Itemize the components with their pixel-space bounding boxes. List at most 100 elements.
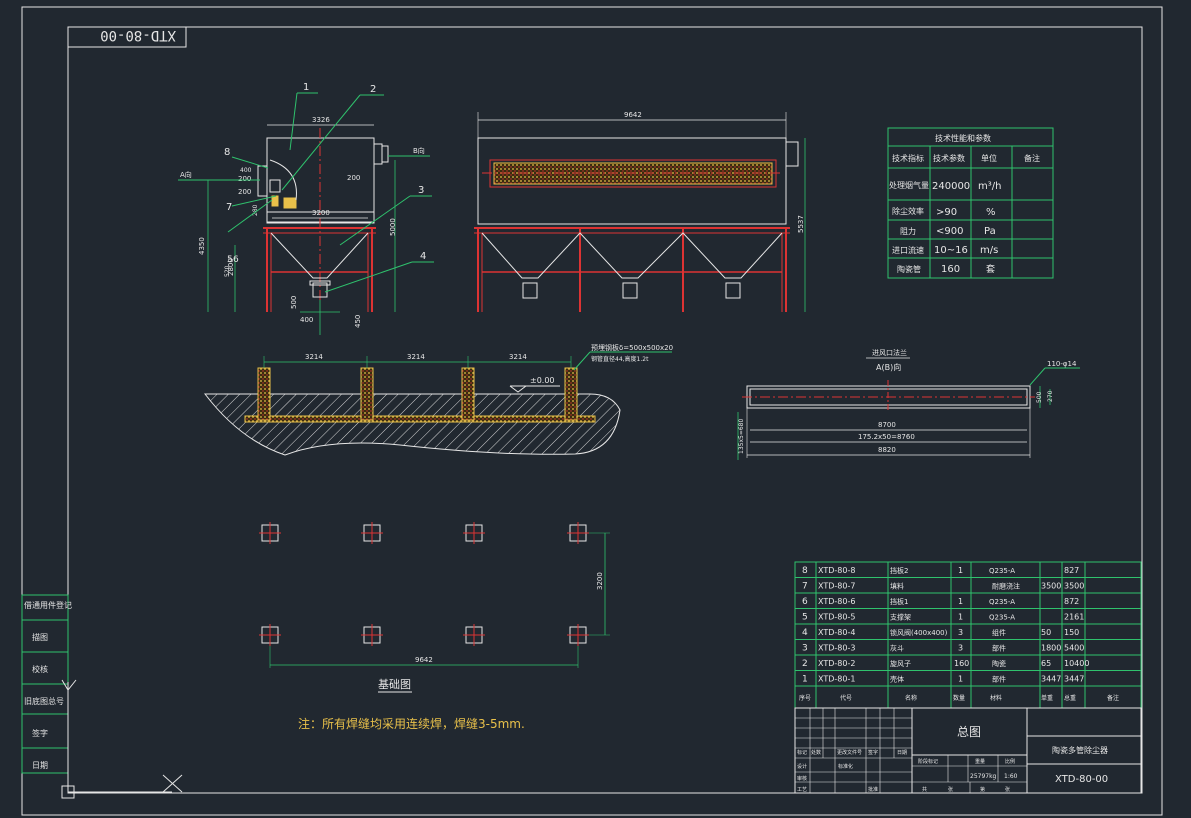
foundation-plan: 9642 3200 基础图 [259, 522, 610, 693]
anchor-plate [567, 624, 589, 646]
bom-row-total-weight: 827 [1064, 566, 1079, 575]
sidebar-label: 日期 [32, 761, 48, 770]
bom-row-unit-weight: 3447 [1041, 675, 1061, 684]
inlet-dim: 8700 [878, 421, 896, 429]
view-a-label: A向 [180, 170, 192, 179]
bom-row-material: 部件 [992, 644, 1006, 653]
dim-400a: 400 [240, 167, 252, 174]
bom-row-index: 8 [802, 566, 808, 576]
outer-border [21, 6, 1163, 816]
bom-row-qty: 1 [958, 566, 963, 575]
ucs-icon [61, 679, 183, 799]
bom-row-index: 4 [802, 628, 808, 638]
bom-row-material: Q235-A [989, 567, 1015, 575]
bom-row-qty: 3 [958, 644, 963, 653]
tech-cell: 处理烟气量 [889, 180, 929, 190]
tech-cell: >90 [936, 207, 957, 218]
bom-row-name: 挡板1 [890, 597, 908, 606]
tech-cell: 10~16 [934, 245, 968, 256]
tb-cell: 更改文件号 [837, 749, 862, 756]
anchor-plate [259, 624, 281, 646]
bom-header: 单重 [1041, 694, 1053, 702]
weld-note: 注：所有焊缝均采用连续焊，焊缝3-5mm. [298, 716, 525, 731]
bom-row-total-weight: 5400 [1064, 644, 1084, 653]
bom-row-name: 挡板2 [890, 566, 908, 575]
bom-row-name: 填料 [890, 582, 904, 591]
tech-header: 技术指标 [892, 153, 924, 163]
tb-cell: 比例 [1005, 758, 1015, 765]
bom-row-code: XTD-80-3 [818, 644, 855, 653]
tech-title: 技术性能和参数 [935, 133, 991, 143]
bom-header: 总重 [1064, 694, 1076, 702]
bom-row-code: XTD-80-6 [818, 597, 855, 606]
bom-row-total-weight: 10400 [1064, 659, 1089, 668]
tech-table: 技术性能和参数 技术指标 技术参数 单位 备注 处理烟气量 240000 m³/… [887, 127, 1054, 279]
bom-row-name: 壳体 [890, 675, 904, 684]
level-mark: ±0.00 [530, 376, 555, 385]
side-view: 9642 5537 [474, 111, 806, 312]
anchor-plate [361, 522, 383, 544]
tb-cell: 张 [1005, 786, 1010, 793]
bom-row-qty: 3 [958, 628, 963, 637]
bom-row-index: 2 [802, 659, 808, 669]
bom-row-index: 6 [802, 597, 808, 607]
part-label-5: 5 [227, 255, 233, 265]
part-label-7: 7 [226, 202, 232, 213]
anchor-plate [463, 522, 485, 544]
tech-header: 备注 [1024, 153, 1040, 163]
drawing-code: XTD-80-00 [1055, 774, 1108, 785]
anchor-plate [567, 522, 589, 544]
spacing-dim: 3214 [509, 353, 527, 361]
bom-row-material: 耐磨浇注 [992, 582, 1020, 591]
spacing-dim: 3214 [407, 353, 425, 361]
tech-cell: 阻力 [900, 226, 916, 236]
tb-cell: 签字 [868, 749, 878, 756]
tb-cell: 工艺 [797, 787, 807, 793]
bom-row-material: 组件 [992, 628, 1006, 637]
tb-cell: 设计 [797, 763, 807, 770]
tb-cell: 处数 [811, 749, 821, 756]
side-overall-width: 9642 [624, 111, 642, 119]
tech-cell: m³/h [978, 181, 1001, 192]
bom-row-material: 部件 [992, 675, 1006, 684]
bom-row-name: 灰斗 [890, 644, 904, 653]
tb-cell: 阶段标记 [918, 758, 938, 765]
bom-header: 材料 [990, 694, 1002, 702]
dim-leg-height: 2800 [227, 258, 235, 276]
foundation-section: 3214 3214 3214 ±0.00 预埋钢板δ=500x500x20 钢管… [203, 343, 673, 456]
product-name: 陶瓷多管除尘器 [1052, 745, 1108, 755]
top-drawing-code: XTD-80-00 [100, 27, 176, 43]
dim-200b: 200 [238, 188, 251, 196]
front-view: 3326 3200 4350 5000 2800 200 200 200 400… [178, 82, 434, 335]
bom-row-name: 锁风阀(400x400) [890, 628, 948, 637]
tb-weight: 25797kg [970, 773, 997, 780]
inlet-flange-view: 进风口法兰 A(B)向 110-φ14 500 270 135x5=680 87… [737, 348, 1080, 460]
tb-cell: 标准化 [838, 763, 853, 770]
bom-row-qty: 1 [958, 675, 963, 684]
inlet-side-dim: 135x5=680 [738, 419, 745, 454]
bom-row-index: 7 [802, 582, 808, 592]
side-height: 5537 [797, 215, 805, 233]
bom-row-qty: 1 [958, 613, 963, 622]
bom-row-unit-weight: 50 [1041, 628, 1051, 637]
sidebar-label: 描图 [32, 632, 48, 642]
title-block: 标记 处数 更改文件号 签字 日期 设计 标准化 审核 工艺 批准 阶段标记 重… [794, 707, 1142, 794]
part-label-3: 3 [418, 185, 424, 196]
bom-header: 备注 [1107, 694, 1119, 702]
drawing-title: 总图 [957, 725, 981, 739]
sidebar-label: 旧底图总号 [24, 696, 64, 706]
foundation-note-2: 钢管直径44,高度1.2t [591, 355, 649, 363]
bom-row-unit-weight: 1800 [1041, 644, 1061, 653]
dim-200c: 200 [347, 174, 360, 182]
bom-row-total-weight: 3500 [1064, 582, 1084, 591]
part-label-6: 6 [233, 255, 239, 265]
bom-row-qty: 1 [958, 597, 963, 606]
dim-520: 520 [224, 265, 231, 277]
dim-280: 280 [252, 204, 259, 216]
bom-header: 代号 [840, 694, 852, 702]
anchor-plate [259, 522, 281, 544]
bom-row-code: XTD-80-2 [818, 659, 855, 668]
bom-row-total-weight: 2161 [1064, 613, 1084, 622]
bom-row-qty: 160 [954, 659, 969, 668]
